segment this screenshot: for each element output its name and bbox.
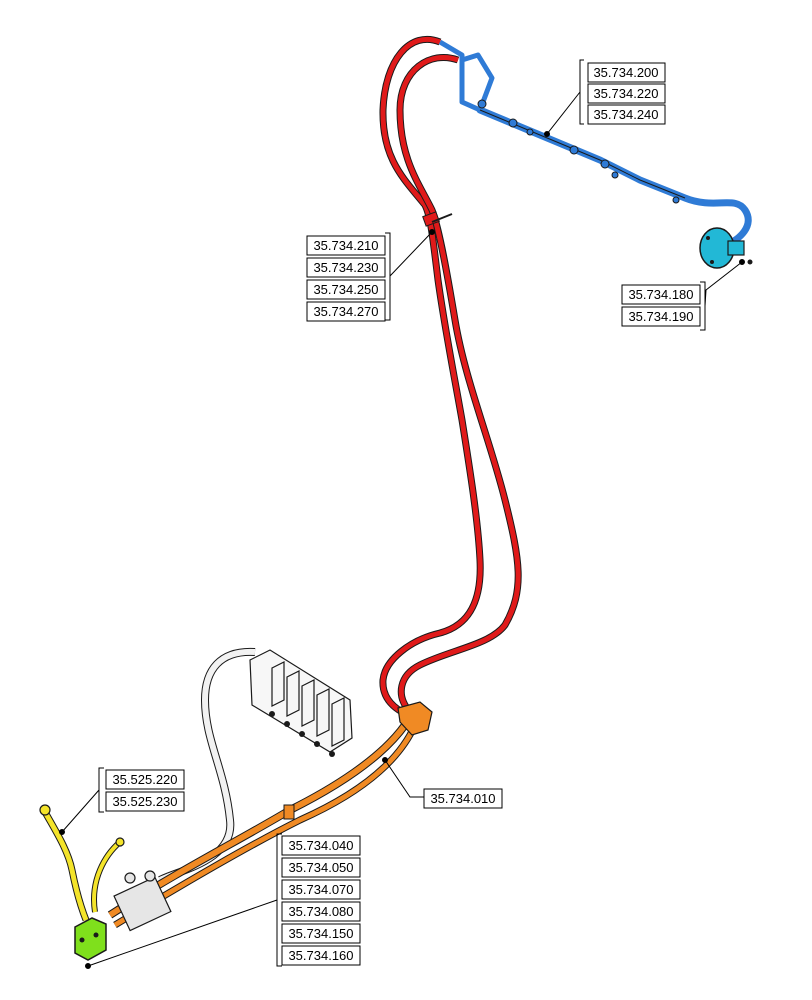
feed-hose-bracket — [397, 701, 433, 736]
callout-label: 35.734.240 — [593, 107, 658, 122]
callout-label: 35.734.040 — [288, 838, 353, 853]
priority-valve-port-icon — [93, 932, 99, 938]
callout-label: 35.734.180 — [628, 287, 693, 302]
callout-label: 35.734.160 — [288, 948, 353, 963]
return-line-highlight — [479, 109, 686, 199]
control-valve-hose-fill — [158, 648, 256, 883]
leader-pressure-group — [385, 231, 433, 321]
manifold-fitting-icon — [124, 872, 136, 884]
pressure-hose-1 — [380, 36, 483, 715]
pressure-hose-2 — [397, 54, 521, 714]
feed-hose-2 — [113, 723, 418, 928]
callout-label: 35.734.150 — [288, 926, 353, 941]
leader-pilot-group — [61, 767, 104, 833]
callout-steering-group: 35.734.180 35.734.190 — [621, 284, 701, 327]
feed-hoses — [107, 701, 433, 929]
steering-unit-shaft — [727, 240, 745, 256]
callout-label: 35.734.050 — [288, 860, 353, 875]
pilot-fitting-icon — [115, 837, 125, 847]
callout-label: 35.734.200 — [593, 65, 658, 80]
callout-label: 35.734.190 — [628, 309, 693, 324]
return-line-pipe — [476, 106, 752, 249]
callout-label: 35.734.010 — [430, 791, 495, 806]
manifold-body — [113, 876, 172, 932]
control-valve-ports — [269, 711, 335, 757]
callout-label: 35.734.070 — [288, 882, 353, 897]
leader-lines — [59, 59, 745, 969]
callout-label: 35.525.230 — [112, 794, 177, 809]
pilot-hose-2 — [92, 840, 122, 913]
priority-valve — [74, 917, 107, 961]
priority-valve-port-icon — [79, 937, 85, 943]
callout-label: 35.734.080 — [288, 904, 353, 919]
pressure-hoses — [379, 35, 522, 716]
manifold-fitting-icon — [144, 870, 156, 882]
callout-label: 35.734.270 — [313, 304, 378, 319]
return-line — [438, 39, 752, 249]
callout-label: 35.734.220 — [593, 86, 658, 101]
callout-feed-group: 35.734.010 — [423, 788, 503, 809]
steering-bolt-icon — [747, 259, 753, 265]
steering-bolt-icon — [706, 236, 710, 240]
callout-label: 35.734.210 — [313, 238, 378, 253]
callout-pressure-group: 35.734.210 35.734.230 35.734.250 35.734.… — [306, 235, 386, 322]
hose-clamp — [283, 804, 295, 820]
control-valve-hose — [158, 647, 256, 884]
pilot-hose-1 — [42, 810, 89, 921]
callout-label: 35.734.250 — [313, 282, 378, 297]
return-line-fittings — [477, 99, 680, 204]
callout-valve-group: 35.734.040 35.734.050 35.734.070 35.734.… — [281, 835, 361, 966]
leader-dot — [382, 757, 388, 763]
callout-label: 35.525.220 — [112, 772, 177, 787]
leader-dot — [739, 259, 745, 265]
leader-feed-group — [384, 759, 424, 798]
pilot-hoses — [39, 804, 125, 922]
callout-pilot-group: 35.525.220 35.525.230 — [105, 769, 185, 812]
priority-valve-body — [74, 917, 107, 961]
callout-return-group: 35.734.200 35.734.220 35.734.240 — [587, 62, 666, 125]
callout-label: 35.734.230 — [313, 260, 378, 275]
leader-dot — [59, 829, 65, 835]
control-valve-block — [249, 649, 353, 757]
leader-dot — [429, 229, 435, 235]
leader-dot — [544, 131, 550, 137]
leader-steering-group — [700, 261, 743, 331]
steering-bolt-icon — [710, 260, 714, 264]
hose-clamp — [422, 211, 440, 227]
leader-dot — [85, 963, 91, 969]
leader-valve-group — [87, 833, 282, 967]
manifold-fittings — [113, 870, 172, 932]
return-line-frame — [438, 39, 495, 113]
leader-return-group — [546, 59, 584, 135]
pilot-fitting-icon — [39, 804, 51, 816]
steering-unit — [699, 227, 753, 269]
control-valve-sections — [271, 661, 345, 747]
clamp-pin — [431, 213, 453, 223]
